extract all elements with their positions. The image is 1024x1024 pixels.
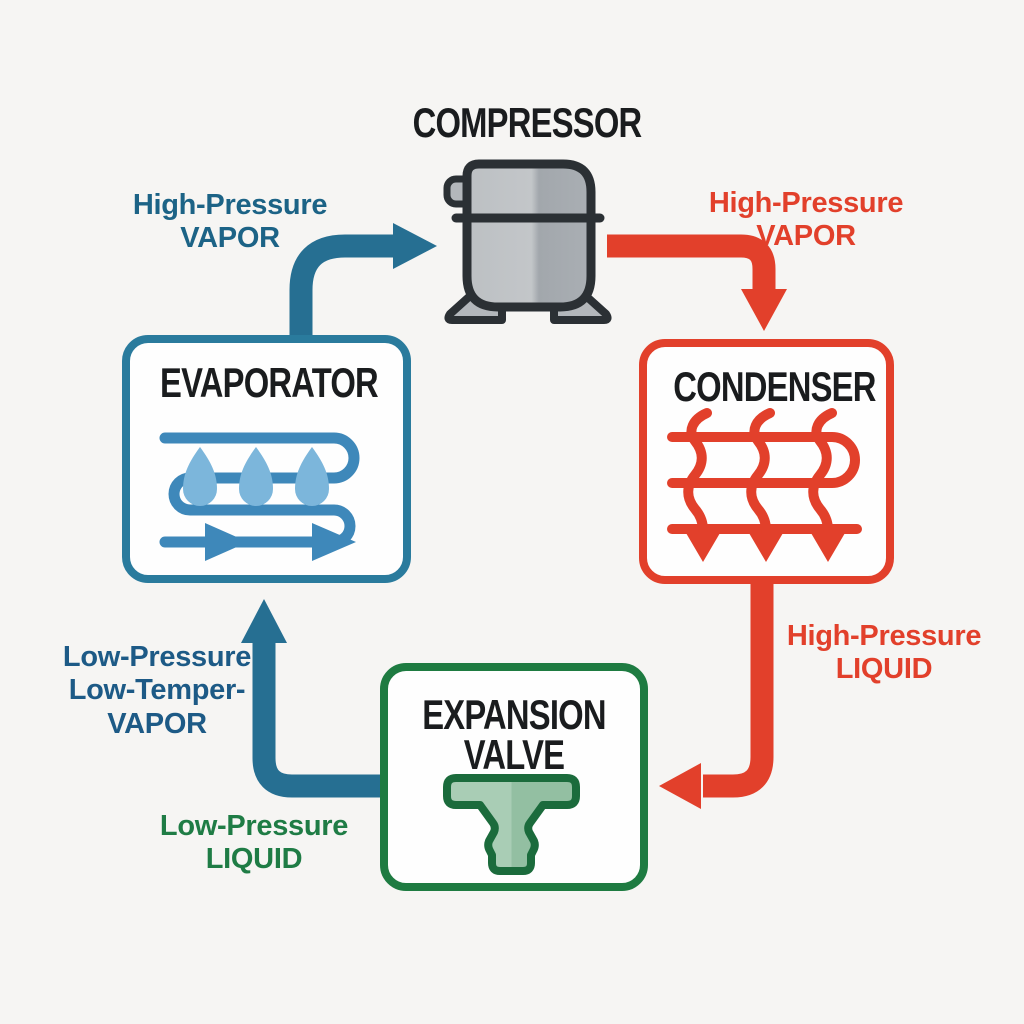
airflow-arrow-icons [205,523,356,561]
expansion-valve-funnel-icon [443,774,580,875]
label-line: LIQUID [205,843,303,876]
arrow-up-icon [241,599,287,643]
compressor-label: COMPRESSOR [412,99,643,146]
evaporator-coil [159,432,360,548]
label-line: Low-Temper- [68,674,246,707]
condenser-coil-with-airflow-icon [667,408,862,562]
pipe-evaporator-to-compressor [289,223,437,336]
arrow-right-icon [393,223,437,269]
compressor-body [462,159,596,312]
label-low-pressure-liquid: Low-Pressure LIQUID [129,810,379,877]
evaporator-label: EVAPORATOR [160,359,379,406]
label-high-pressure-vapor-right: High-Pressure VAPOR [681,187,931,254]
label-line: VAPOR [180,222,280,255]
label-high-pressure-vapor-left: High-Pressure VAPOR [105,189,355,256]
expansion-valve-label: EXPANSION VALVE [416,691,613,778]
pipe-expansion-valve-to-evaporator [241,599,384,798]
label-line: VAPOR [107,707,207,740]
label-high-pressure-liquid: High-Pressure LIQUID [759,620,1009,687]
label-line: High-Pressure [786,620,982,652]
droplet-icons [183,447,329,506]
pipe-compressor-to-condenser [607,234,787,331]
evaporator-coil-with-droplets-icon [159,432,360,561]
heat-flow-arrow-icons [683,408,837,535]
arrow-left-icon [659,763,701,809]
label-line: VAPOR [756,220,856,253]
label-line: High-Pressure [132,189,328,221]
compressor-unit-icon [443,159,612,324]
expansion-valve-label-line1: EXPANSION [422,691,606,738]
label-line: LIQUID [835,653,933,686]
label-line: Low-Pressure [159,810,349,842]
label-line: Low-Pressure [62,641,252,673]
arrow-down-icon [741,289,787,331]
label-line: High-Pressure [708,187,904,219]
funnel-shape [443,774,580,875]
condenser-label: CONDENSER [673,363,876,410]
pipe-condenser-to-expansion-valve [659,582,774,809]
heat-flow-arrowheads [686,533,845,562]
expansion-valve-label-line2: VALVE [463,730,565,778]
label-low-pressure-low-temp-vapor: Low-Pressure Low-Temper- VAPOR [32,641,282,741]
